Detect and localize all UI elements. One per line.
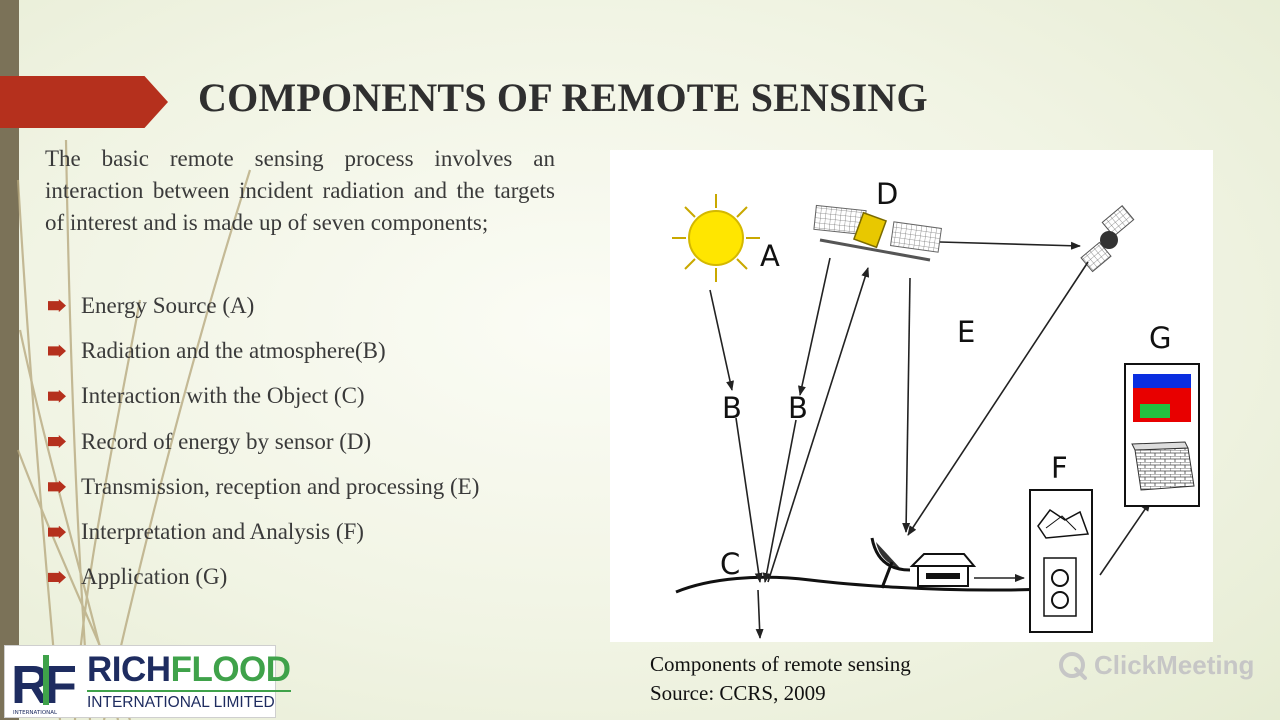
logo-subtitle: INTERNATIONAL LIMITED [87,690,291,712]
list-item: Transmission, reception and processing (… [48,464,479,509]
list-item: Radiation and the atmosphere(B) [48,328,479,373]
list-item: Application (G) [48,555,479,600]
dish-antenna-icon [870,537,911,589]
arrow-bullet-icon [48,525,66,539]
label-b-left: B [722,391,742,425]
list-item-label: Interpretation and Analysis (F) [81,519,364,545]
label-b-right: B [788,391,808,425]
logo-flood-text: FLOOD [170,650,291,689]
clickmeeting-icon [1059,651,1087,680]
list-item-label: Energy Source (A) [81,292,255,318]
slide-title: COMPONENTS OF REMOTE SENSING [198,75,928,120]
list-item-label: Interaction with the Object (C) [81,383,365,409]
logo-wordmark: RICHFLOOD INTERNATIONAL LIMITED [87,650,291,712]
richflood-logo: RF INTERNATIONAL RICHFLOOD INTERNATIONAL… [4,645,291,718]
clickmeeting-watermark: ClickMeeting [1058,650,1254,681]
list-item: Interaction with the Object (C) [48,374,479,419]
ground-station-icon [909,553,977,587]
label-g: G [1149,321,1171,355]
arrow-satellite-to-relay [939,241,1081,250]
clickmeeting-text: ClickMeeting [1094,650,1255,680]
arrow-bullet-icon [48,344,66,358]
application-panel [1124,363,1200,507]
arrow-sun-to-ground-lower [735,417,763,583]
caption-title: Components of remote sensing [650,652,911,676]
arrow-satellite-to-ground-lower [762,419,797,583]
arrow-relay-to-station [907,261,1089,536]
intro-paragraph: The basic remote sensing process involve… [45,146,555,235]
logo-rich-text: RICH [87,650,171,689]
label-f: F [1051,451,1068,485]
remote-sensing-diagram: A B B C D E F G [610,150,1213,642]
list-item-label: Application (G) [81,564,228,590]
components-list: Energy Source (A) Radiation and the atmo… [48,283,479,600]
relay-satellite-icon [1080,205,1135,273]
rf-tiny-caption: INTERNATIONAL [13,710,58,716]
arrow-ground-to-satellite [767,267,870,583]
list-item-label: Record of energy by sensor (D) [81,428,372,454]
arrow-satellite-to-station [902,277,911,533]
analysis-panel [1029,489,1093,633]
arrow-analysis-to-application [1099,501,1151,576]
arrow-sun-to-ground [709,289,734,391]
arrow-bullet-icon [48,435,66,449]
list-item: Interpretation and Analysis (F) [48,509,479,554]
list-item: Energy Source (A) [48,283,479,328]
label-d: D [876,177,898,211]
rf-logo-mark: RF INTERNATIONAL [11,655,82,716]
caption-source: Source: CCRS, 2009 [650,681,826,705]
sun-icon [672,194,760,282]
list-item-label: Radiation and the atmosphere(B) [81,337,386,363]
arrow-bullet-icon [48,570,66,584]
list-item: Record of energy by sensor (D) [48,419,479,464]
title-accent-arrow [0,76,168,128]
left-accent-bar [0,0,19,720]
arrow-below-ground [755,589,764,639]
satellite-icon [813,204,943,262]
list-item-label: Transmission, reception and processing (… [81,473,480,499]
label-a: A [760,239,780,273]
figure-caption: Components of remote sensing Source: CCR… [650,650,911,708]
label-e: E [957,315,975,349]
arrow-bullet-icon [48,299,66,313]
arrow-bullet-icon [48,389,66,403]
arrow-bullet-icon [48,480,66,494]
arrow-satellite-to-ground [798,257,831,396]
label-c: C [720,547,740,581]
